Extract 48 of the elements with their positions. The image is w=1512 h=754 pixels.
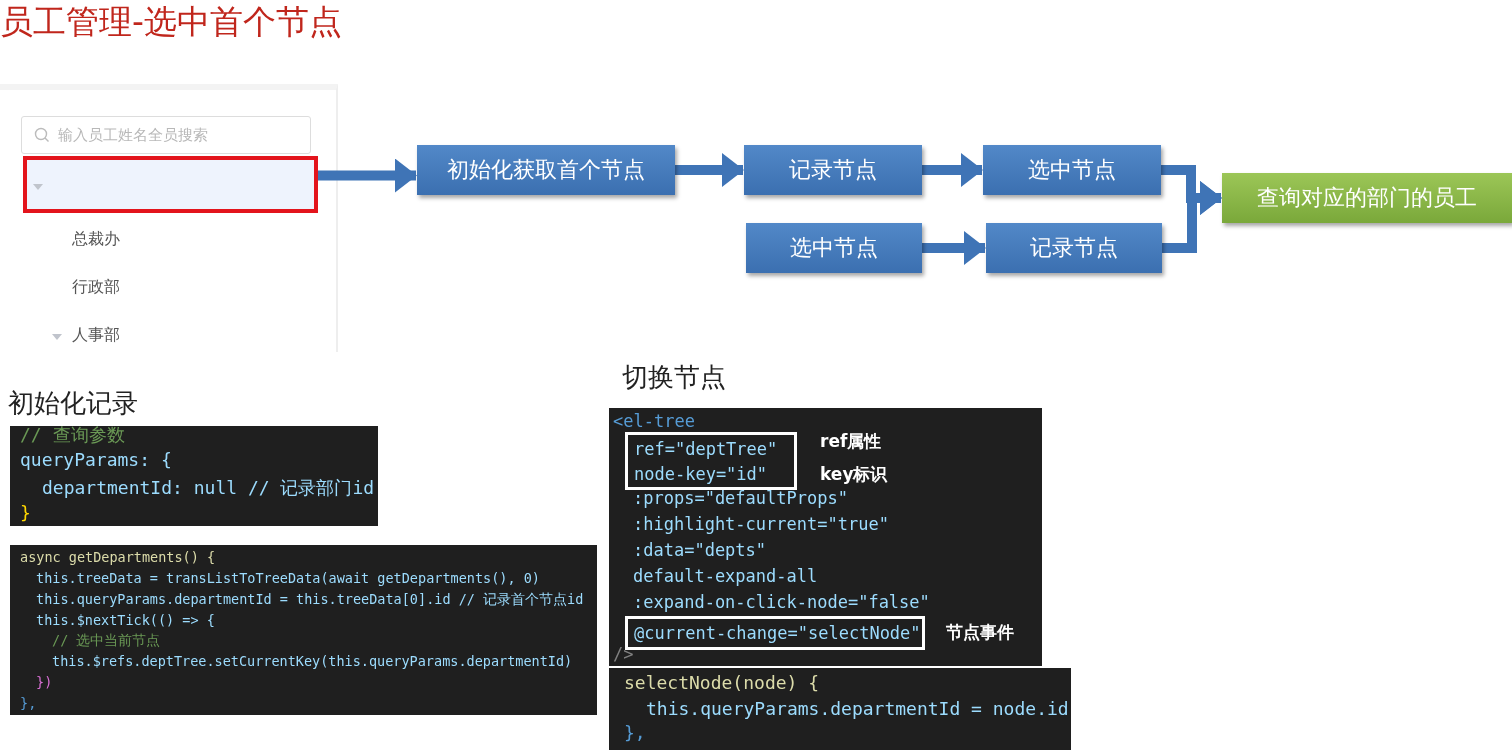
tree-item: 总裁办 [72, 229, 120, 250]
code-comment: // 选中当前节点 [52, 632, 161, 650]
code-line: departmentId: null // 记录部门id [42, 476, 375, 500]
arrow [675, 153, 744, 187]
code-line: default-expand-all [633, 566, 818, 586]
search-field: 输入员工姓名全员搜索 [21, 116, 311, 154]
code-line: queryParams: { [20, 449, 172, 470]
arrow [922, 231, 986, 265]
process-box: 初始化获取首个节点 [417, 145, 675, 195]
code-line: }, [624, 722, 646, 743]
tree-item: 行政部 [72, 277, 120, 298]
highlight-box [23, 156, 318, 213]
code-line: this.queryParams.departmentId = this.treeData[0].id // 记录首个节点id [36, 591, 584, 609]
annotation: ref属性 [820, 430, 882, 453]
code-comment: // 查询参数 [20, 423, 125, 447]
process-box: 记录节点 [744, 145, 922, 195]
code-line: async getDepartments() { [20, 549, 216, 565]
arrow [922, 153, 983, 187]
process-box: 选中节点 [983, 145, 1161, 195]
code-line: selectNode(node) { [624, 672, 820, 693]
result-box: 查询对应的部门的员工 [1222, 173, 1512, 223]
code-line: /> [613, 644, 634, 664]
tree-item: 人事部 [72, 325, 120, 346]
code-line: this.treeData = transListToTreeData(await getDepartments(), 0) [36, 570, 540, 586]
code-line: :data="depts" [633, 540, 767, 560]
code-line: }, [20, 695, 37, 711]
code-line: this.$nextTick(() => { [36, 612, 215, 628]
code-line: @current-change="selectNode" [634, 622, 916, 645]
code-line: node-key="id" [634, 463, 769, 486]
code-line: <el-tree [613, 411, 695, 431]
code-line: :highlight-current="true" [633, 514, 889, 534]
code-line: } [20, 502, 31, 523]
code-line: }) [36, 674, 53, 690]
highlight-box [625, 432, 797, 490]
section-heading: 初始化记录 [8, 387, 138, 420]
section-heading: 切换节点 [622, 361, 726, 394]
code-line: :expand-on-click-node="false" [633, 592, 930, 612]
code-line: this.$refs.deptTree.setCurrentKey(this.queryParams.departmentId) [52, 653, 573, 669]
code-line: :props="defaultProps" [633, 488, 848, 508]
process-box: 选中节点 [746, 223, 922, 273]
annotation: 节点事件 [946, 621, 1014, 644]
arrow [318, 158, 417, 193]
process-box: 记录节点 [986, 223, 1162, 273]
slide-title: 员工管理-选中首个节点 [0, 1, 342, 43]
code-line: this.queryParams.departmentId = node.id [646, 698, 1069, 719]
annotation: key标识 [820, 463, 888, 486]
code-line: ref="deptTree" [634, 438, 779, 461]
arrow [1162, 181, 1222, 253]
